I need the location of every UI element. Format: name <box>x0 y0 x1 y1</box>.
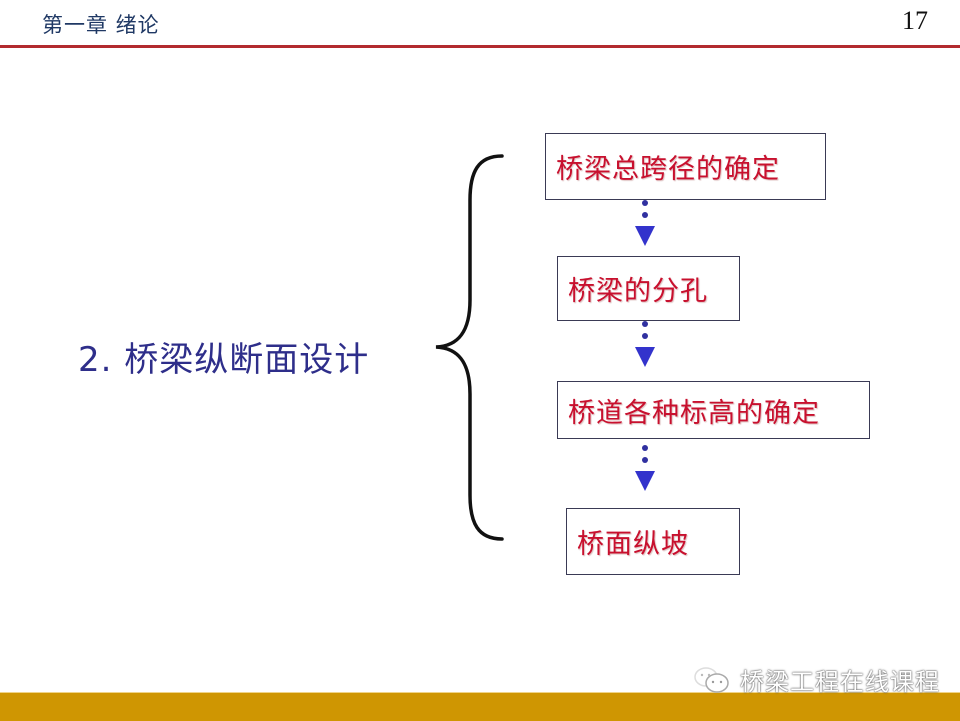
step-label: 桥梁的分孔 <box>568 276 708 307</box>
main-topic-heading: 2. 桥梁纵断面设计 <box>78 340 370 380</box>
watermark-text: 桥梁工程在线课程 <box>740 668 940 696</box>
dotted-arrow-down-icon <box>635 200 655 246</box>
dotted-arrow-down-icon <box>635 445 655 491</box>
step-box-total-span: 桥梁总跨径的确定 <box>545 133 826 200</box>
step-label: 桥道各种标高的确定 <box>568 397 820 429</box>
chapter-title: 第一章 绪论 <box>42 13 160 37</box>
wechat-icon <box>694 666 729 693</box>
curly-brace-icon <box>435 154 504 541</box>
step-box-longitudinal-slope: 桥面纵坡 <box>566 508 740 575</box>
watermark: 桥梁工程在线课程 <box>692 662 940 697</box>
header-divider <box>0 45 960 48</box>
footer-bar <box>0 692 960 721</box>
step-box-elevations: 桥道各种标高的确定 <box>557 381 870 439</box>
step-box-span-division: 桥梁的分孔 <box>557 256 740 321</box>
dotted-arrow-down-icon <box>635 321 655 367</box>
step-label: 桥面纵坡 <box>577 529 689 560</box>
page-number: 17 <box>902 6 928 35</box>
step-label: 桥梁总跨径的确定 <box>556 154 780 185</box>
